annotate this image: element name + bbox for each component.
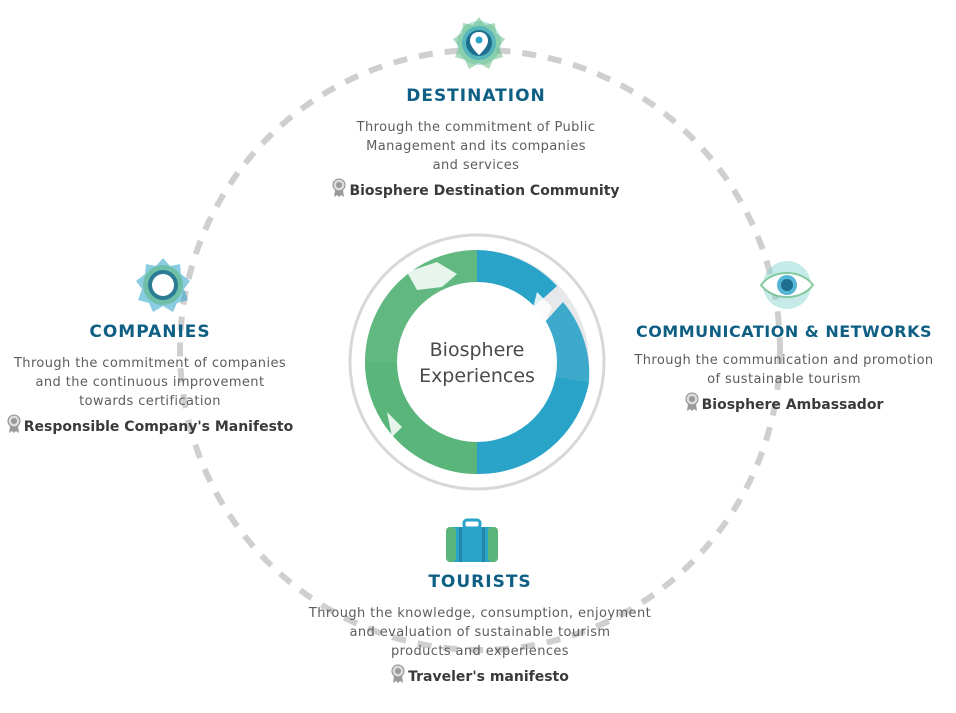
node-desc-communication: Through the communication and promotion … [612,351,956,389]
node-title-tourists: TOURISTS [428,572,532,592]
suitcase-icon [446,518,498,562]
link-label: Responsible Company's Manifesto [23,419,294,435]
award-ribbon-icon [7,414,21,433]
award-ribbon-icon [391,664,405,683]
flower-badge-icon [136,258,190,312]
node-desc-destination: Through the commitment of Public Managem… [296,118,656,175]
node-link-companies[interactable]: Responsible Company's Manifesto [0,414,300,435]
desc-line: Through the knowledge, consumption, enjo… [308,606,652,621]
node-link-communication[interactable]: Biosphere Ambassador [612,392,956,413]
node-tourists: TOURISTS Through the knowledge, consumpt… [280,572,680,685]
desc-line: and evaluation of sustainable tourism [349,625,611,640]
node-link-destination[interactable]: Biosphere Destination Community [296,178,656,199]
link-label: Traveler's manifesto [408,669,569,685]
desc-line: Management and its companies [366,139,586,154]
node-title-communication: COMMUNICATION & NETWORKS [635,322,933,341]
award-ribbon-icon [685,392,699,411]
node-title-companies: COMPANIES [89,322,211,342]
desc-line: and services [432,158,520,173]
desc-line: towards certification [79,394,221,409]
node-desc-companies: Through the commitment of companies and … [0,354,300,411]
award-ribbon-icon [332,178,346,197]
node-desc-tourists: Through the knowledge, consumption, enjo… [280,604,680,661]
center-label: Biosphere Experiences [392,337,562,389]
link-label: Biosphere Destination Community [349,183,620,199]
desc-line: and the continuous improvement [35,375,265,390]
desc-line: Through the commitment of Public [356,120,596,135]
desc-line: Through the commitment of companies [13,356,287,371]
center-label-line1: Biosphere [429,339,525,361]
center-label-line2: Experiences [419,365,535,387]
eye-icon [759,261,815,309]
desc-line: Through the communication and promotion [634,353,934,368]
link-label: Biosphere Ambassador [701,397,884,413]
globe-icon [348,233,606,491]
node-link-tourists[interactable]: Traveler's manifesto [280,664,680,685]
location-pin-icon [453,17,505,69]
node-communication: COMMUNICATION & NETWORKS Through the com… [612,322,956,413]
desc-line: of sustainable tourism [707,372,861,387]
desc-line: products and experiences [391,644,569,659]
node-companies: COMPANIES Through the commitment of comp… [0,322,300,435]
node-destination: DESTINATION Through the commitment of Pu… [296,86,656,199]
node-title-destination: DESTINATION [406,86,546,106]
